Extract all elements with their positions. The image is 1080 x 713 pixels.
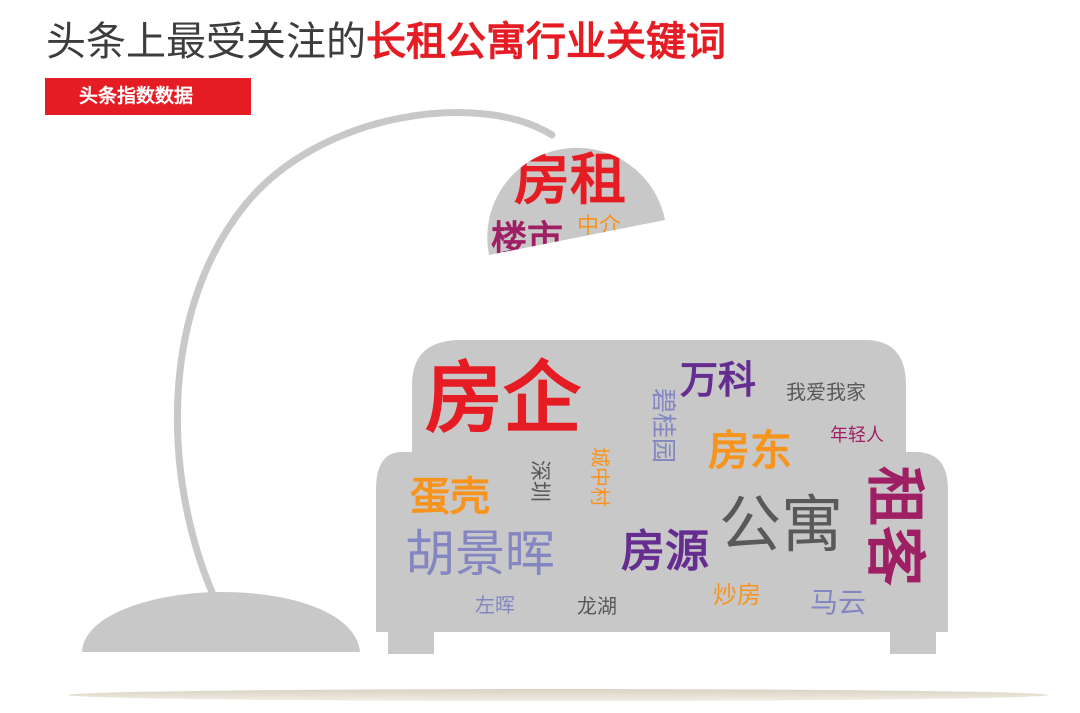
word-loushi: 楼市 [491, 219, 563, 260]
lamp-base [82, 592, 360, 652]
word-mayun: 马云 [810, 586, 866, 619]
word-huchinghui: 胡景晖 [405, 525, 555, 583]
word-woaiwojia: 我爱我家 [786, 380, 866, 404]
sofa-leg-left [388, 632, 434, 654]
word-wanke: 万科 [680, 358, 756, 402]
word-zhongjie: 中介 [577, 214, 621, 239]
word-biguiyuan: 碧桂园 [649, 388, 678, 463]
word-gongyu: 公寓 [719, 488, 843, 561]
sofa [376, 340, 948, 654]
source-badge: 头条指数数据 [45, 78, 251, 115]
word-fangqi: 房企 [425, 354, 582, 444]
title-plain-part: 头条上最受关注的 [46, 19, 366, 65]
lamp-arm [173, 109, 556, 610]
page-title: 头条上最受关注的长租公寓行业关键词 [46, 14, 726, 70]
word-fangzu: 房租 [514, 148, 626, 213]
sofa-body [376, 452, 948, 632]
word-fangyuan: 房源 [621, 526, 709, 577]
word-zuke: 租客 [859, 466, 929, 586]
sofa-words: 房企 万科 我爱我家 年轻人 房东 蛋壳 公寓 胡景晖 房源 左晖 龙湖 炒房 … [405, 354, 929, 619]
word-danke: 蛋壳 [410, 474, 490, 520]
word-fangdong: 房东 [708, 426, 792, 475]
lamp-shade [487, 147, 665, 255]
title-highlight-part: 长租公寓行业关键词 [366, 19, 726, 65]
word-shenzhen: 深圳 [528, 460, 552, 502]
sofa-leg-right [890, 632, 936, 654]
word-chengzhongcun: 城中村 [588, 447, 612, 507]
word-zuohui: 左晖 [475, 593, 515, 617]
word-chaofang: 炒房 [713, 581, 761, 609]
word-longhu: 龙湖 [577, 594, 617, 618]
word-nianqingren: 年轻人 [830, 425, 884, 446]
sofa-backrest [412, 340, 906, 455]
floor-shadow [68, 689, 1048, 701]
